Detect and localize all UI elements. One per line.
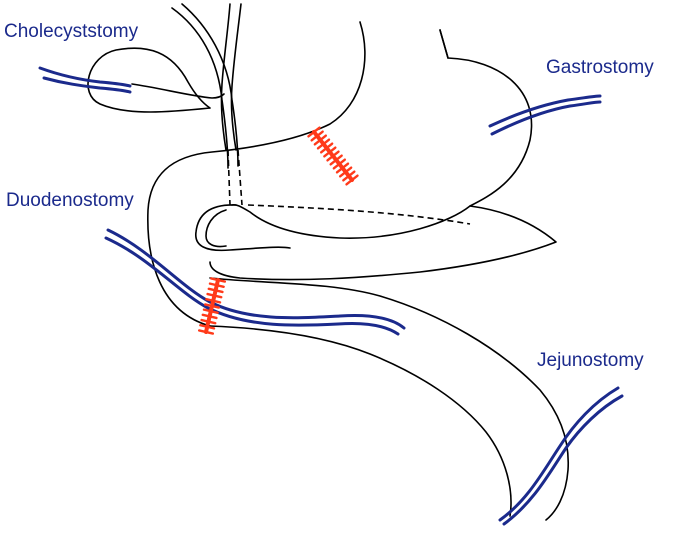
suture-duodenum-stitch — [200, 318, 217, 325]
suture-duodenum-stitch — [201, 313, 218, 320]
drainage-tubes — [38, 66, 624, 526]
jejunostomy-tube-b — [498, 386, 620, 522]
gastrostomy-tube-b — [490, 100, 602, 136]
duodenum-lower-outline — [209, 277, 570, 521]
stomach-lesser-curve — [439, 29, 449, 59]
bile-duct-hidden-left — [227, 149, 231, 206]
cystic-duct — [131, 83, 225, 99]
hepatic-duct-right — [230, 3, 242, 151]
duodenum-inner — [195, 204, 291, 252]
suture-duodenum-stitch — [209, 277, 227, 283]
suture-duodenum-stitch — [208, 282, 225, 288]
suture-stomach — [307, 126, 359, 186]
label-cholecystostomy: Cholecyststomy — [4, 21, 139, 42]
suture-stomach-stitch — [335, 162, 350, 174]
pancreas-outline — [209, 205, 557, 281]
cholecystostomy-tube-a — [38, 66, 132, 88]
bile-duct-left — [171, 7, 229, 169]
label-jejunostomy: Jejunostomy — [537, 350, 644, 371]
bile-duct-hidden-right — [237, 149, 243, 206]
hepatic-duct-left — [220, 3, 231, 151]
suture-stomach-stitch — [307, 126, 321, 138]
suture-stomach-stitch — [323, 146, 337, 158]
anatomy-outlines — [87, 3, 570, 521]
suture-duodenum-stitch — [206, 292, 223, 299]
suture-stomach-stitch — [342, 170, 356, 182]
suture-stomach-stitch — [338, 166, 353, 178]
suture-stomach-stitch — [326, 150, 340, 162]
suture-stomach-stitch — [332, 158, 347, 170]
suture-stomach-stitch — [310, 130, 324, 142]
label-gastrostomy: Gastrostomy — [546, 57, 654, 78]
stomach-hidden-line — [247, 204, 471, 225]
suture-stomach-stitch — [313, 134, 328, 146]
suture-duodenum-stitch — [199, 324, 216, 330]
suture-duodenum-stitch — [205, 298, 222, 304]
suture-stomach-stitch — [319, 142, 334, 154]
suture-duodenum — [197, 277, 227, 335]
suture-duodenum-stitch — [207, 287, 224, 294]
stomach-fundus — [231, 29, 533, 239]
suture-duodenum-stitch — [197, 329, 215, 335]
jejunostomy-tube-a — [502, 394, 624, 526]
duodenostomy-tube-b — [104, 236, 400, 336]
suture-duodenum-stitch — [203, 303, 221, 309]
jejunum-outline — [209, 325, 512, 517]
label-duodenostomy: Duodenostomy — [6, 190, 134, 211]
duodenum-inner-2 — [205, 209, 227, 248]
suture-stomach-stitch — [329, 154, 343, 166]
suture-stomach-stitch — [316, 138, 331, 150]
suture-duodenum-stitch — [202, 308, 219, 314]
stomach-outline — [147, 21, 366, 327]
suture-stomach-stitch — [345, 174, 359, 186]
duodenostomy-tube-a — [106, 228, 406, 330]
gastrostomy-tube-a — [488, 94, 602, 128]
gallbladder-outline — [87, 47, 211, 113]
cholecystostomy-tube-b — [42, 76, 132, 94]
